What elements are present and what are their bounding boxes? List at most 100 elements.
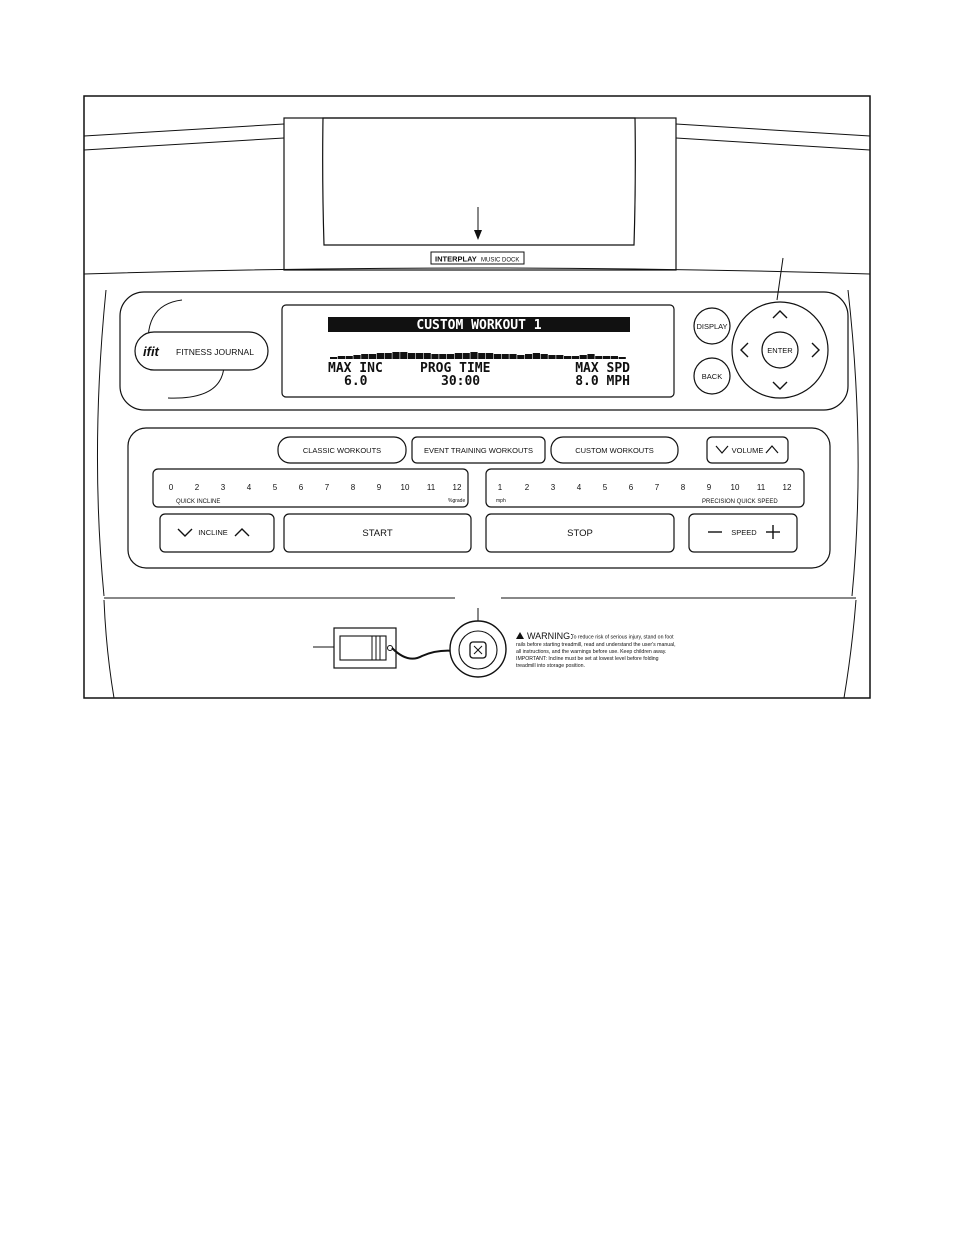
precision-speed-key-10[interactable]: 10 bbox=[731, 483, 740, 492]
ifit-label: FITNESS JOURNAL bbox=[176, 347, 254, 357]
lcd-profile-bar bbox=[330, 357, 338, 359]
back-button[interactable] bbox=[693, 357, 731, 395]
volume-button[interactable] bbox=[706, 436, 789, 464]
lcd-profile-bar bbox=[610, 356, 618, 359]
precision-speed-key-6[interactable]: 6 bbox=[629, 483, 634, 492]
back-button-label: BACK bbox=[702, 372, 722, 381]
precision-quick-speed-keypad bbox=[485, 468, 805, 508]
quick-incline-key-4[interactable]: 4 bbox=[247, 483, 252, 492]
lcd-profile-bar bbox=[571, 356, 579, 359]
precision-speed-key-11[interactable]: 11 bbox=[757, 483, 766, 492]
precision-speed-key-8[interactable]: 8 bbox=[681, 483, 686, 492]
lcd-profile-bar bbox=[392, 352, 400, 359]
lcd-profile-bar bbox=[493, 354, 501, 359]
lcd-profile-bar bbox=[603, 356, 611, 359]
lcd-profile-bar bbox=[595, 356, 603, 359]
quick-incline-key-11[interactable]: 11 bbox=[427, 483, 436, 492]
enter-button[interactable] bbox=[761, 331, 799, 369]
diagram-frame bbox=[83, 95, 871, 699]
lcd-profile-bar bbox=[556, 355, 564, 359]
lcd-profile-bar bbox=[423, 353, 431, 359]
quick-incline-keypad bbox=[152, 468, 469, 508]
lcd-banner-bg bbox=[328, 317, 630, 332]
custom-workouts-label: CUSTOM WORKOUTS bbox=[575, 446, 654, 455]
quick-incline-key-10[interactable]: 10 bbox=[401, 483, 410, 492]
display-button[interactable] bbox=[693, 307, 731, 345]
warning-title: WARNING: bbox=[527, 631, 573, 641]
lcd-profile-bar bbox=[361, 354, 369, 359]
chevron-up-icon[interactable] bbox=[772, 310, 788, 319]
lcd-profile-bar bbox=[564, 356, 572, 359]
quick-incline-key-0[interactable]: 0 bbox=[169, 483, 174, 492]
display-button-label: DISPLAY bbox=[696, 322, 727, 331]
speed-button-group bbox=[688, 513, 798, 553]
lcd-profile-bar bbox=[447, 354, 455, 359]
precision-speed-key-3[interactable]: 3 bbox=[551, 483, 556, 492]
precision-speed-key-9[interactable]: 9 bbox=[707, 483, 712, 492]
callout-line bbox=[776, 257, 784, 301]
quick-incline-key-9[interactable]: 9 bbox=[377, 483, 382, 492]
lcd-label-max-inc: MAX INC bbox=[328, 361, 383, 376]
chevron-down-icon[interactable] bbox=[772, 381, 788, 390]
music-dock-housing bbox=[283, 117, 677, 271]
lower-console-panel bbox=[127, 427, 831, 569]
quick-incline-key-2[interactable]: 2 bbox=[195, 483, 200, 492]
music-dock-sub: MUSIC DOCK bbox=[481, 258, 519, 264]
precision-speed-key-5[interactable]: 5 bbox=[603, 483, 608, 492]
upright-edge bbox=[843, 599, 857, 699]
stop-button[interactable] bbox=[485, 513, 675, 553]
precision-speed-key-1[interactable]: 1 bbox=[498, 483, 503, 492]
quick-incline-key-3[interactable]: 3 bbox=[221, 483, 226, 492]
volume-down-icon[interactable] bbox=[715, 445, 729, 454]
lcd-value-max-spd: 8.0 MPH bbox=[575, 374, 630, 389]
lcd-profile-bar bbox=[353, 355, 361, 359]
event-training-workouts-button[interactable] bbox=[411, 436, 546, 464]
lcd-profile-bar bbox=[470, 352, 478, 359]
start-button[interactable] bbox=[283, 513, 472, 553]
quick-incline-key-7[interactable]: 7 bbox=[325, 483, 330, 492]
precision-speed-key-2[interactable]: 2 bbox=[525, 483, 530, 492]
quick-incline-key-8[interactable]: 8 bbox=[351, 483, 356, 492]
incline-button-group bbox=[159, 513, 275, 553]
console-top-curve bbox=[83, 123, 285, 137]
chevron-right-icon[interactable] bbox=[811, 342, 820, 358]
incline-up-icon[interactable] bbox=[234, 528, 250, 537]
upper-console-panel bbox=[119, 291, 849, 411]
warning-line-2: rails before starting treadmill, read an… bbox=[516, 642, 676, 648]
lcd-profile-bar bbox=[439, 354, 447, 359]
precision-speed-key-7[interactable]: 7 bbox=[655, 483, 660, 492]
incline-down-icon[interactable] bbox=[177, 528, 193, 537]
safety-clip-detail bbox=[473, 645, 483, 655]
precision-speed-key-4[interactable]: 4 bbox=[577, 483, 582, 492]
lcd-profile-bar bbox=[579, 355, 587, 359]
callout-arrowhead bbox=[474, 230, 482, 240]
ifit-swoosh bbox=[167, 365, 225, 399]
lcd-profile-bar bbox=[345, 356, 353, 359]
warning-line-3: all instructions, and the warnings befor… bbox=[516, 649, 666, 655]
speed-button-label: SPEED bbox=[731, 528, 757, 537]
console-lower-curve bbox=[83, 267, 871, 275]
volume-up-icon[interactable] bbox=[765, 445, 779, 454]
warning-line-4: IMPORTANT: Incline must be set at lowest… bbox=[516, 656, 659, 662]
lcd-profile-bar bbox=[532, 353, 540, 359]
event-training-workouts-label: EVENT TRAINING WORKOUTS bbox=[424, 446, 533, 455]
lcd-profile-bar bbox=[548, 355, 556, 359]
quick-incline-key-5[interactable]: 5 bbox=[273, 483, 278, 492]
lcd-profile-bar bbox=[408, 353, 416, 359]
warning-line-1: To reduce risk of serious injury, stand … bbox=[571, 635, 674, 641]
ifit-fitness-journal-button[interactable] bbox=[134, 331, 269, 371]
lcd-profile-bar bbox=[337, 356, 345, 359]
classic-workouts-button[interactable] bbox=[277, 436, 407, 464]
precision-speed-key-12[interactable]: 12 bbox=[783, 483, 792, 492]
quick-incline-key-6[interactable]: 6 bbox=[299, 483, 304, 492]
console-top-curve bbox=[675, 123, 871, 137]
console-top-curve bbox=[675, 137, 871, 151]
custom-workouts-button[interactable] bbox=[550, 436, 679, 464]
incline-button-label: INCLINE bbox=[198, 528, 228, 537]
upright-edge bbox=[103, 599, 115, 699]
music-dock-brand: INTERPLAY bbox=[435, 255, 477, 264]
lcd-profile-bar bbox=[618, 357, 626, 359]
chevron-left-icon[interactable] bbox=[740, 342, 749, 358]
quick-incline-key-12[interactable]: 12 bbox=[453, 483, 462, 492]
ifit-logo: ifit bbox=[143, 344, 160, 359]
